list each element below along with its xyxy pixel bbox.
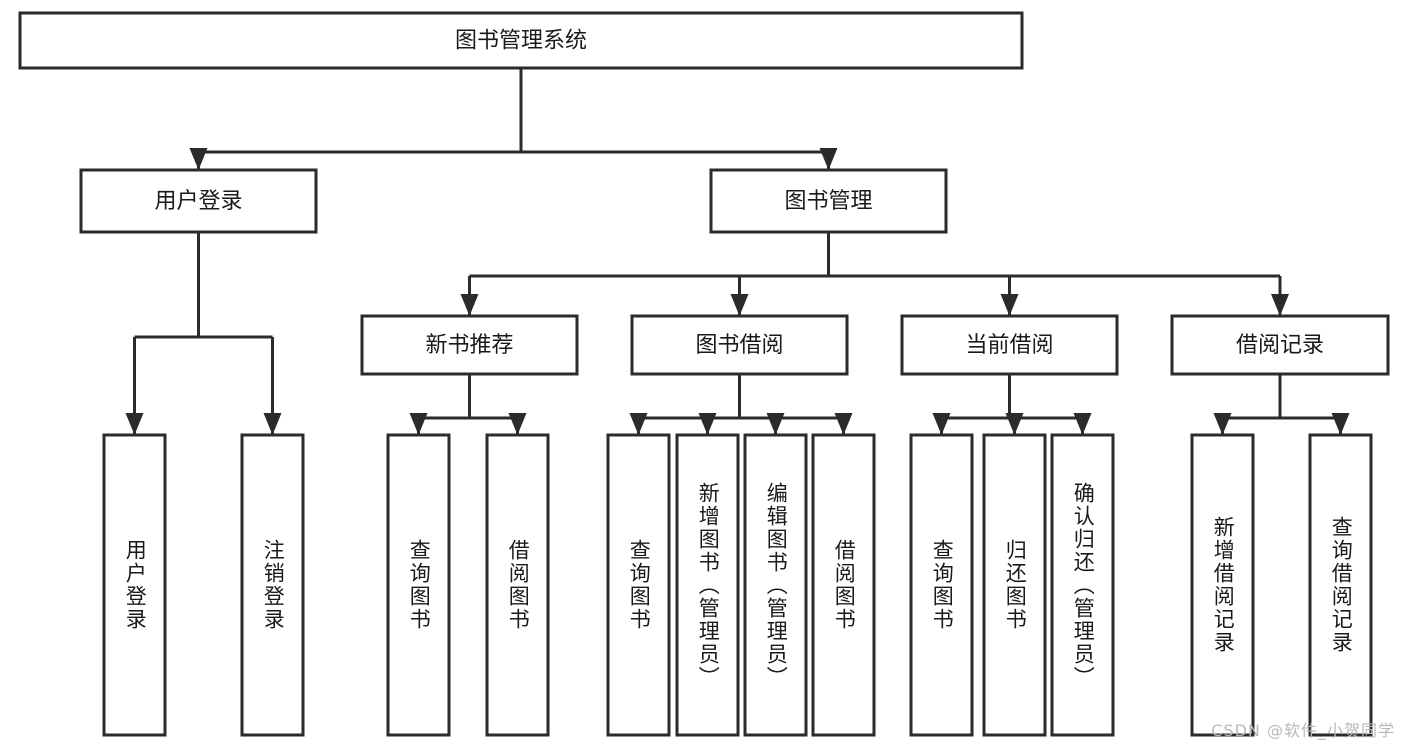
edge-group-user-login <box>125 232 282 435</box>
node-label-user-login: 用户登录 <box>154 189 242 214</box>
leaf-leaf-return-book[interactable] <box>982 433 1047 737</box>
node-label-book-borrow: 图书借阅 <box>695 333 783 358</box>
leaf-leaf-edit-book[interactable] <box>743 433 808 737</box>
node-user-login[interactable]: 用户登录 <box>79 168 318 234</box>
leaf-box-leaf-add-borrow-record <box>1190 433 1255 737</box>
edge-group-book-borrow <box>629 374 853 435</box>
node-borrow-record[interactable]: 借阅记录 <box>1170 314 1390 376</box>
arrow-head-icon <box>819 148 838 170</box>
leaf-leaf-query-borrow-record[interactable] <box>1308 433 1373 737</box>
leaf-box-leaf-user-login <box>102 433 167 737</box>
edges-layer <box>125 68 1350 435</box>
node-new-book-recommend[interactable]: 新书推荐 <box>360 314 579 376</box>
leaf-box-leaf-borrow-book-1 <box>485 433 550 737</box>
node-root[interactable]: 图书管理系统 <box>18 11 1024 70</box>
leaf-box-leaf-edit-book <box>743 433 808 737</box>
arrow-head-icon <box>698 413 717 435</box>
arrow-head-icon <box>766 413 785 435</box>
node-box-root <box>18 11 1024 70</box>
arrow-head-icon <box>1073 413 1092 435</box>
arrow-head-icon <box>834 413 853 435</box>
edge-group-book-manage <box>460 232 1289 316</box>
edge-group-root <box>189 68 838 170</box>
node-label-book-manage: 图书管理 <box>784 189 872 214</box>
node-box-borrow-record <box>1170 314 1390 376</box>
leaf-leaf-add-borrow-record[interactable] <box>1190 433 1255 737</box>
node-label-new-book-recommend: 新书推荐 <box>425 333 513 358</box>
arrow-head-icon <box>1000 294 1019 316</box>
edge-group-new-book-recommend <box>409 374 527 435</box>
leaf-leaf-borrow-book-1[interactable] <box>485 433 550 737</box>
leaf-box-leaf-query-book-1 <box>386 433 451 737</box>
leaf-box-leaf-query-book-2 <box>606 433 671 737</box>
leaf-leaf-query-book-2[interactable] <box>606 433 671 737</box>
arrow-head-icon <box>189 148 208 170</box>
leaf-leaf-query-book-3[interactable] <box>909 433 974 737</box>
arrow-head-icon <box>508 413 527 435</box>
csdn-watermark: CSDN @软件_小贺同学 <box>1211 721 1395 740</box>
edge-group-current-borrow <box>932 374 1092 435</box>
leaf-box-leaf-query-book-3 <box>909 433 974 737</box>
node-book-manage[interactable]: 图书管理 <box>709 168 948 234</box>
leaf-box-leaf-confirm-return <box>1050 433 1115 737</box>
arrow-head-icon <box>730 294 749 316</box>
node-current-borrow[interactable]: 当前借阅 <box>900 314 1119 376</box>
leaf-leaf-confirm-return[interactable] <box>1050 433 1115 737</box>
arrow-head-icon <box>409 413 428 435</box>
node-label-root: 图书管理系统 <box>455 29 587 54</box>
node-box-user-login <box>79 168 318 234</box>
leaf-box-leaf-logout-login <box>240 433 305 737</box>
arrow-head-icon <box>1331 413 1350 435</box>
arrow-head-icon <box>1005 413 1024 435</box>
node-box-book-borrow <box>630 314 849 376</box>
leaf-box-leaf-query-borrow-record <box>1308 433 1373 737</box>
leaf-leaf-borrow-book-2[interactable] <box>811 433 876 737</box>
arrow-head-icon <box>460 294 479 316</box>
node-label-borrow-record: 借阅记录 <box>1236 333 1324 358</box>
node-box-current-borrow <box>900 314 1119 376</box>
node-box-new-book-recommend <box>360 314 579 376</box>
node-box-book-manage <box>709 168 948 234</box>
leaf-leaf-user-login[interactable] <box>102 433 167 737</box>
leaf-box-leaf-borrow-book-2 <box>811 433 876 737</box>
arrow-head-icon <box>629 413 648 435</box>
node-label-current-borrow: 当前借阅 <box>965 333 1053 358</box>
leaf-leaf-query-book-1[interactable] <box>386 433 451 737</box>
edge-group-borrow-record <box>1213 374 1350 435</box>
arrow-head-icon <box>932 413 951 435</box>
node-book-borrow[interactable]: 图书借阅 <box>630 314 849 376</box>
arrow-head-icon <box>1213 413 1232 435</box>
arrow-head-icon <box>263 413 282 435</box>
leaf-leaf-add-book[interactable] <box>675 433 740 737</box>
arrow-head-icon <box>1271 294 1289 316</box>
leaf-box-leaf-return-book <box>982 433 1047 737</box>
leaf-leaf-logout-login[interactable] <box>240 433 305 737</box>
arrow-head-icon <box>125 413 144 435</box>
leaf-box-leaf-add-book <box>675 433 740 737</box>
